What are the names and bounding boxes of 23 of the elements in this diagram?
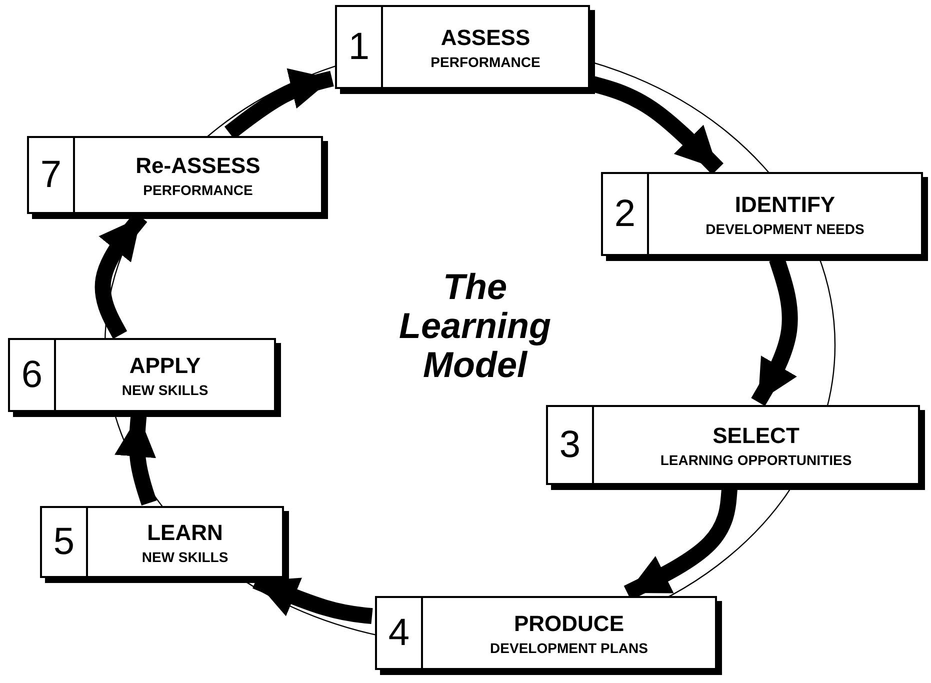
step-number: 5 [53,520,75,564]
step-number: 7 [40,154,62,196]
step-description: NEW SKILLS [142,548,228,564]
step-number: 3 [559,424,581,466]
step-heading: Re-ASSESS [136,152,260,178]
step-description: DEVELOPMENT PLANS [490,640,648,656]
step-number: 2 [614,192,636,236]
step-number: 4 [388,612,410,654]
step-description: DEVELOPMENT NEEDS [706,220,864,236]
step-description: LEARNING OPPORTUNITIES [660,452,852,468]
step-description: NEW SKILLS [122,382,208,398]
step-number: 6 [21,354,43,396]
step-heading: APPLY [129,352,201,378]
step-heading: SELECT [712,422,800,448]
step-description: PERFORMANCE [430,54,540,70]
step-number: 1 [348,26,370,68]
step-description: PERFORMANCE [143,182,253,198]
step-heading: PRODUCE [514,610,624,636]
step-heading: LEARN [147,520,223,546]
step-heading: IDENTIFY [734,192,836,218]
step-heading: ASSESS [440,24,530,50]
arrow [114,414,157,506]
diagram-title: The Learning Model [398,268,552,385]
